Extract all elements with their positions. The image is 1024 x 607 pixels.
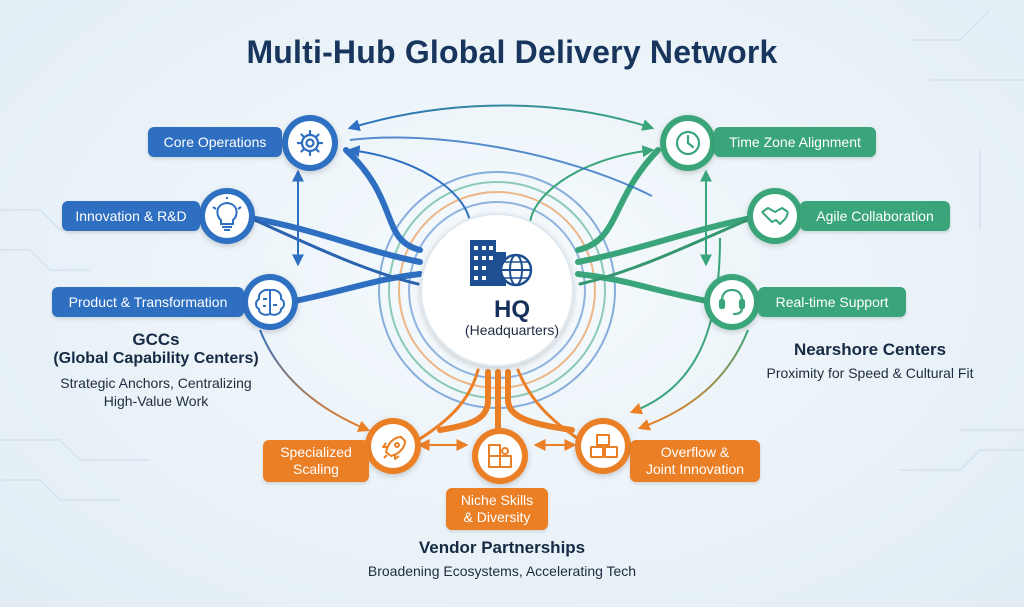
pill-overflow-innovation-line1: Overflow & xyxy=(660,444,730,460)
cross-links xyxy=(259,104,749,451)
gear-icon xyxy=(296,129,324,157)
handshake-icon xyxy=(761,207,789,225)
vendor-node-scaling xyxy=(365,418,421,474)
pill-specialized-scaling-line2: Scaling xyxy=(293,461,339,477)
pill-specialized-scaling: Specialized Scaling xyxy=(263,440,369,482)
building-globe-icon xyxy=(470,240,533,287)
hq-title: HQ xyxy=(494,296,530,323)
headset-icon xyxy=(718,288,746,316)
pill-niche-skills: Niche Skills & Diversity xyxy=(446,488,548,530)
pill-real-time-support: Real-time Support xyxy=(758,287,906,317)
clock-icon xyxy=(675,130,701,156)
gcc-node-innovation xyxy=(199,188,255,244)
puzzle-icon xyxy=(488,444,512,468)
nearshore-heading: Nearshore Centers xyxy=(793,340,947,359)
vendors-subtitle: Broadening Ecosystems, Accelerating Tech xyxy=(367,563,637,579)
rocket-icon xyxy=(382,436,406,460)
nearshore-subtitle: Proximity for Speed & Cultural Fit xyxy=(766,365,974,381)
hq-circle xyxy=(420,213,574,367)
gccs-heading: GCCs xyxy=(132,330,180,349)
gccs-subtitle-line1: Strategic Anchors, Centralizing xyxy=(60,375,252,391)
pill-time-zone-alignment: Time Zone Alignment xyxy=(714,127,876,157)
page-title: Multi-Hub Global Delivery Network xyxy=(246,34,778,70)
pill-specialized-scaling-line1: Specialized xyxy=(280,444,352,460)
hq-connections xyxy=(247,147,755,442)
nearshore-node-support xyxy=(704,274,760,330)
lightbulb-icon xyxy=(212,197,242,231)
brain-icon xyxy=(255,288,285,316)
pill-overflow-innovation-line2: Joint Innovation xyxy=(645,461,745,477)
cubes-icon xyxy=(590,434,618,458)
pill-product-transformation: Product & Transformation xyxy=(52,287,244,317)
pill-overflow-innovation: Overflow & Joint Innovation xyxy=(630,440,760,482)
hq-subtitle: (Headquarters) xyxy=(464,322,560,338)
circuit-decoration xyxy=(0,9,1024,501)
gccs-heading-full: (Global Capability Centers) xyxy=(53,350,259,367)
gccs-subtitle-line2: High-Value Work xyxy=(103,393,209,409)
pill-agile-collaboration: Agile Collaboration xyxy=(800,201,950,231)
pill-niche-skills-line2: & Diversity xyxy=(463,509,531,525)
gcc-node-core-operations xyxy=(282,115,338,171)
pill-niche-skills-line1: Niche Skills xyxy=(460,492,534,508)
pill-innovation-rd: Innovation & R&D xyxy=(62,201,200,231)
vendors-heading: Vendor Partnerships xyxy=(418,538,586,557)
nearshore-node-agile xyxy=(747,188,803,244)
pill-core-operations: Core Operations xyxy=(148,127,282,157)
